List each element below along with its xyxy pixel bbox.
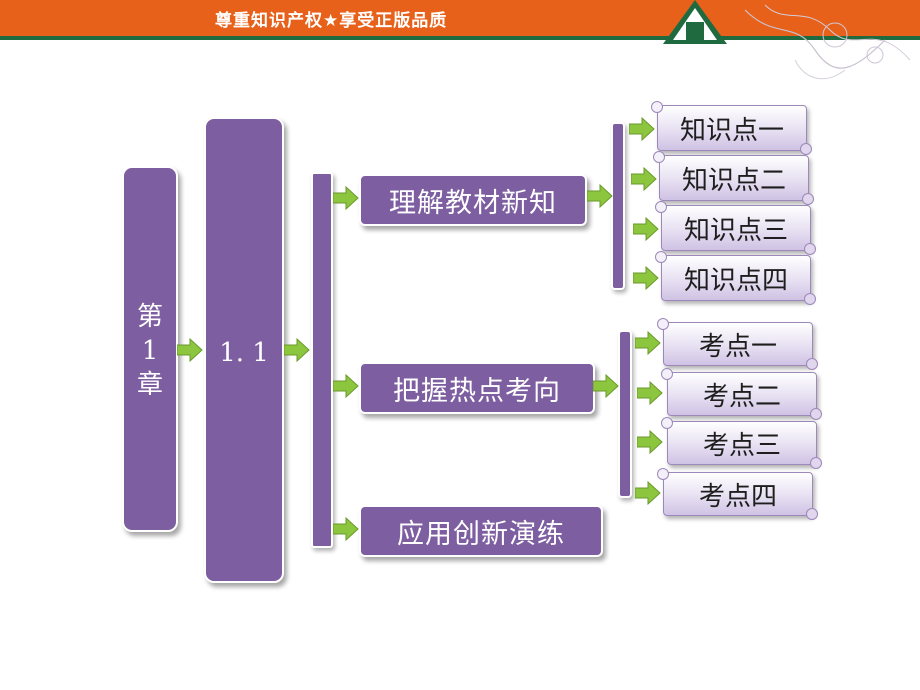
arrow-right-icon — [629, 117, 655, 141]
knowledge-point-3[interactable]: 知识点三 — [655, 201, 816, 255]
chapter-text: 第 1 章 — [124, 300, 176, 402]
arrow-right-icon — [333, 374, 359, 398]
knowledge-point-1[interactable]: 知识点一 — [651, 101, 812, 155]
branch-application-practice[interactable]: 应用创新演练 — [359, 505, 603, 557]
logo-icon — [663, 0, 727, 44]
branch-connector — [311, 172, 333, 548]
arrow-right-icon — [635, 481, 661, 505]
arrow-right-icon — [631, 167, 657, 191]
chapter-line-3: 章 — [136, 370, 163, 400]
header-slogan: 尊重知识产权★享受正版品质 — [215, 11, 448, 31]
arrow-right-icon — [333, 517, 359, 541]
arrow-right-icon — [633, 266, 659, 290]
exam-point-4[interactable]: 考点四 — [657, 468, 818, 520]
branch-understand-new-knowledge[interactable]: 理解教材新知 — [359, 174, 587, 226]
section-bar[interactable]: 1. 1 — [204, 117, 284, 583]
floral-decoration-icon — [744, 4, 911, 80]
arrow-right-icon — [284, 338, 310, 362]
exam-point-3[interactable]: 考点三 — [661, 417, 822, 469]
exam-point-1[interactable]: 考点一 — [657, 318, 818, 370]
chapter-line-2: 1 — [141, 336, 159, 366]
arrow-right-icon — [177, 338, 203, 362]
exam-connector — [618, 330, 632, 498]
branch-hot-topics[interactable]: 把握热点考向 — [359, 362, 595, 414]
knowledge-point-2[interactable]: 知识点二 — [653, 151, 814, 205]
arrow-right-icon — [593, 374, 619, 398]
chapter-line-1: 第 — [136, 302, 163, 332]
header-green-line — [0, 36, 920, 40]
knowledge-connector — [611, 122, 625, 290]
arrow-right-icon — [637, 381, 663, 405]
arrow-right-icon — [333, 186, 359, 210]
arrow-right-icon — [633, 217, 659, 241]
section-label: 1. 1 — [219, 338, 269, 368]
arrow-right-icon — [637, 430, 663, 454]
arrow-right-icon — [587, 184, 613, 208]
knowledge-point-4[interactable]: 知识点四 — [655, 251, 816, 305]
arrow-right-icon — [635, 331, 661, 355]
exam-point-2[interactable]: 考点二 — [661, 368, 822, 420]
chapter-bar[interactable]: 第 1 章 — [122, 166, 178, 532]
